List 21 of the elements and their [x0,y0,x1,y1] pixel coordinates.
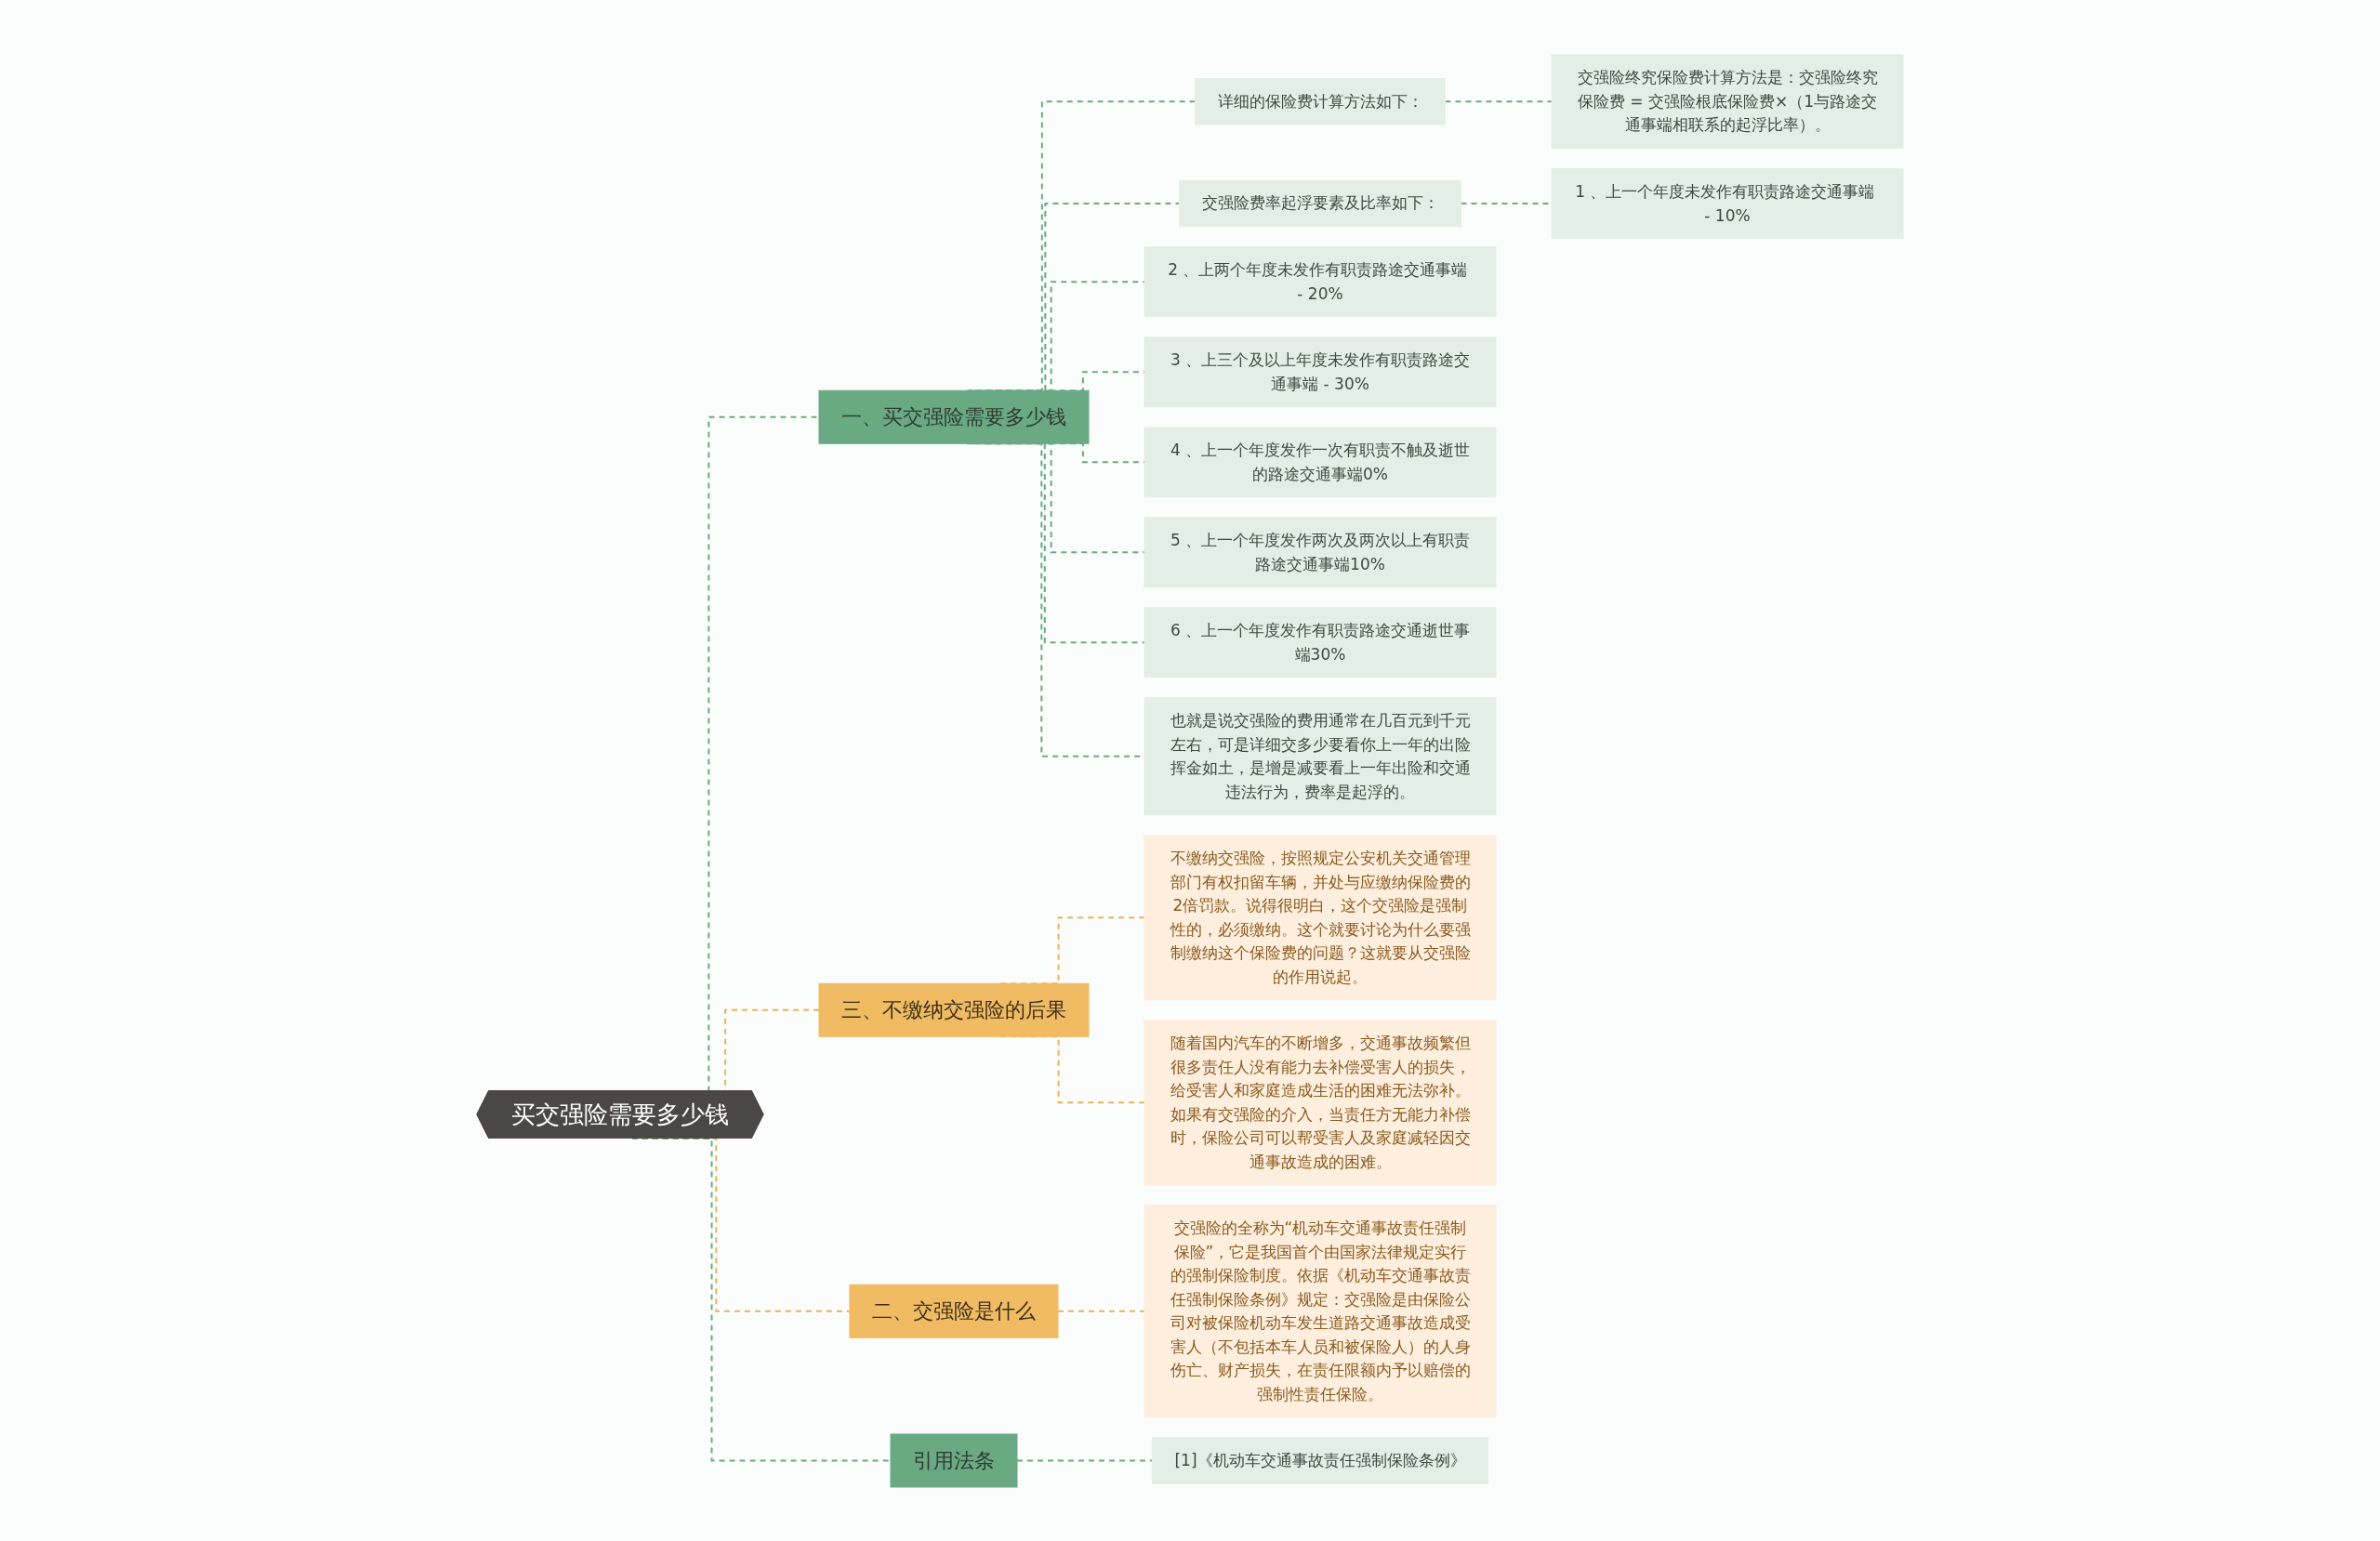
connector [1057,1310,1145,1312]
node-box: 二、交强险是什么 [849,1284,1059,1338]
node-box: 4 、上一个年度发作一次有职责不触及逝世的路途交通事端0% [1144,426,1497,497]
node-box: 一、买交强险需要多少钱 [818,389,1090,444]
node-box: 详细的保险费计算方法如下： [1195,77,1446,125]
node-box: 3 、上三个及以上年度未发作有职责路途交通事端 - 30% [1144,336,1497,407]
node-box: 交强险终究保险费计算方法是：交强险终究保险费 = 交强险根底保险费×（1与路途交通事端相联系的起浮比率）。 [1551,54,1904,149]
node-box: 交强险的全称为“机动车交通事故责任强制保险”，它是我国首个由国家法律规定实行的强制保险制度。依据《机动车交通事故责任强制保险条例》规定：交强险是由保险公司对被保险机动车发生道路交通事故造成受害人（不包括本车人员和被保险人）的人身伤亡、财产损失，在责任限额内予以赔偿的强制性责任保险。 [1144,1204,1497,1417]
node-box: 2 、上两个年度未发作有职责路途交通事端 - 20% [1144,245,1497,317]
node-box: [1]《机动车交通事故责任强制保险条例》 [1151,1436,1489,1484]
node-box: 随着国内汽车的不断增多，交通事故频繁但很多责任人没有能力去补偿受害人的损失，给受害人和家庭造成生活的困难无法弥补。如果有交强险的介入，当责任方无能力补偿时，保险公司可以帮受害人及家庭减轻因交通事故造成的困难。 [1144,1019,1497,1185]
node-box: 也就是说交强险的费用通常在几百元到千元左右，可是详细交多少要看你上一年的出险挥金如土，是增是减要看上一年出险和交通违法行为，费率是起浮的。 [1144,696,1497,815]
node-box: 6 、上一个年度发作有职责路途交通逝世事端30% [1144,606,1497,678]
node-box: 三、不缴纳交强险的后果 [818,982,1090,1037]
node-box: 1 、上一个年度未发作有职责路途交通事端 - 10% [1551,167,1904,239]
node-box: 不缴纳交强险，按照规定公安机关交通管理部门有权扣留车辆，并处与应缴纳保险费的2倍罚款。说得很明白，这个交强险是强制性的，必须缴纳。这个就要讨论为什么要强制缴纳这个保险费的问题？这就要从交强险的作用说起。 [1144,834,1497,1000]
node-box: 交强险费率起浮要素及比率如下： [1179,179,1461,227]
node-box: 引用法条 [890,1433,1018,1487]
connector [1444,99,1553,102]
node-box: 5 、上一个年度发作两次及两次以上有职责路途交通事端10% [1144,516,1497,587]
connector [1016,1459,1154,1461]
